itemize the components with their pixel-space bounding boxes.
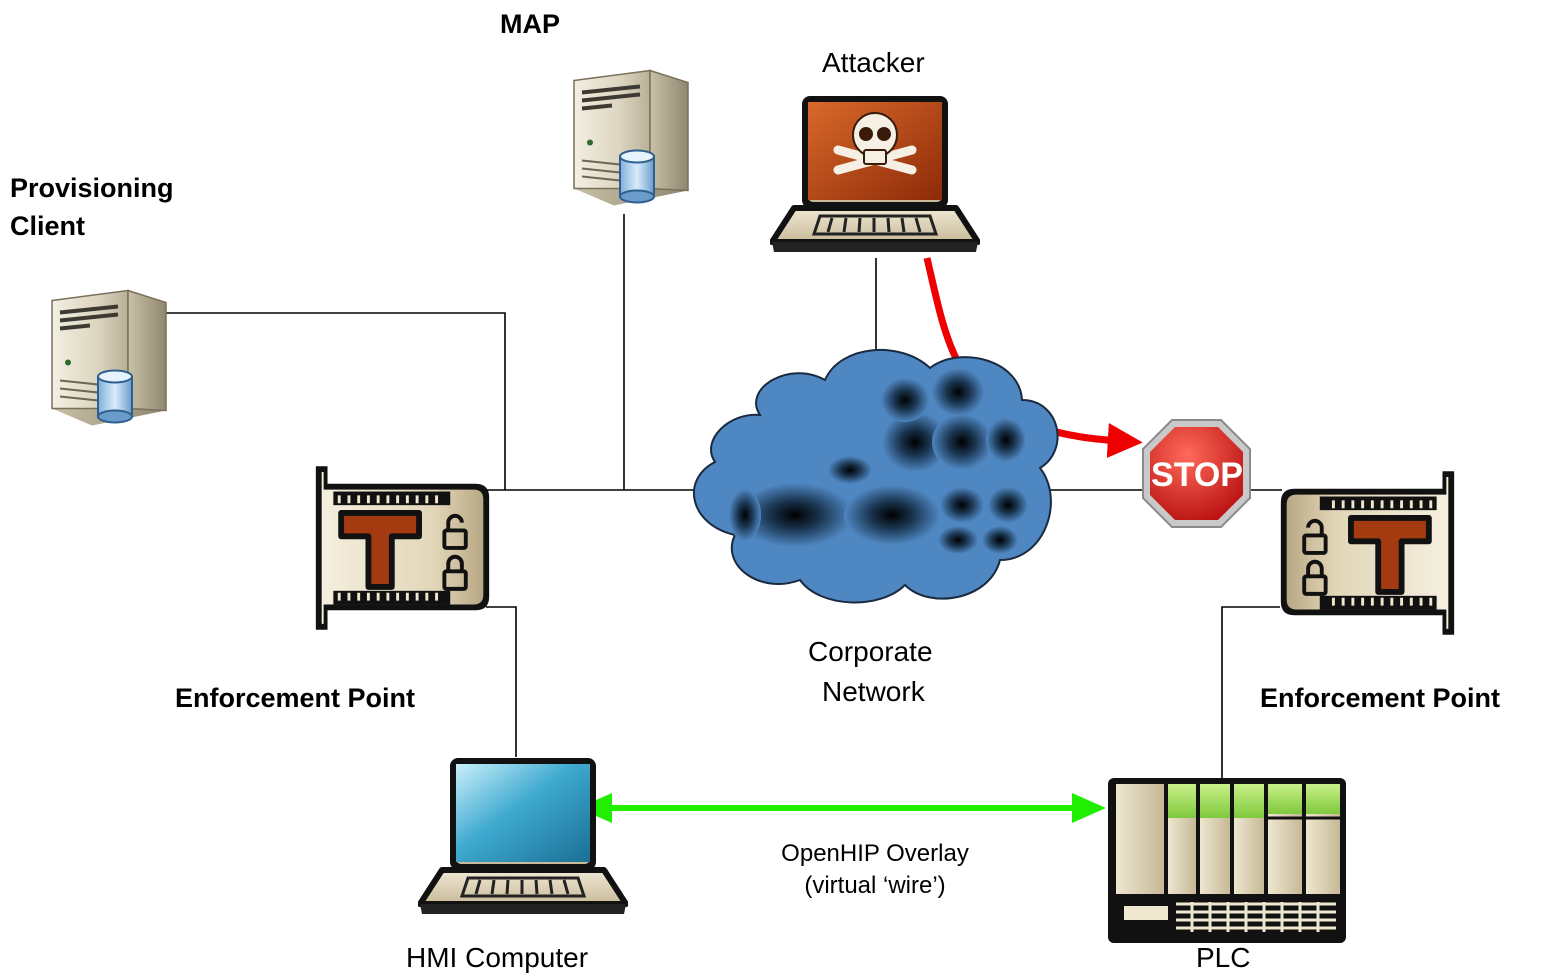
overlay-arrow <box>578 793 1106 823</box>
attacker-laptop-icon <box>772 96 978 252</box>
connection-lines <box>160 214 1282 778</box>
map-server-icon <box>574 71 688 206</box>
hmi-wire <box>486 606 517 757</box>
plc-label: PLC <box>1196 942 1251 973</box>
overlay-label-line1: OpenHIP Overlay <box>781 840 969 867</box>
provisioning-label-line1: Provisioning <box>10 173 174 203</box>
hmi-label: HMI Computer <box>406 942 589 973</box>
enforcement-point-right-icon <box>1281 471 1454 635</box>
overlay-label-line2: (virtual ‘wire’) <box>804 872 946 899</box>
corporate-cloud-icon <box>692 348 1059 604</box>
plc-rack-icon <box>1108 778 1346 943</box>
hmi-laptop-icon <box>420 758 626 914</box>
map-label: MAP <box>500 9 560 39</box>
provisioning-server-icon <box>52 291 166 426</box>
provisioning-wire <box>160 312 506 490</box>
corporate-network-label-line2: Network <box>822 676 925 707</box>
enforcement-point-right-label: Enforcement Point <box>1260 683 1501 713</box>
provisioning-label-line2: Client <box>10 211 86 241</box>
attacker-label: Attacker <box>822 47 925 78</box>
skull-icon <box>833 112 917 175</box>
corporate-network-label-line1: Corporate <box>808 636 933 667</box>
plc-wire <box>1221 606 1280 778</box>
enforcement-point-left-icon <box>316 466 489 630</box>
stop-sign-text: STOP <box>1151 456 1243 494</box>
stop-sign-icon <box>1142 419 1251 528</box>
enforcement-point-left-label: Enforcement Point <box>175 683 416 713</box>
